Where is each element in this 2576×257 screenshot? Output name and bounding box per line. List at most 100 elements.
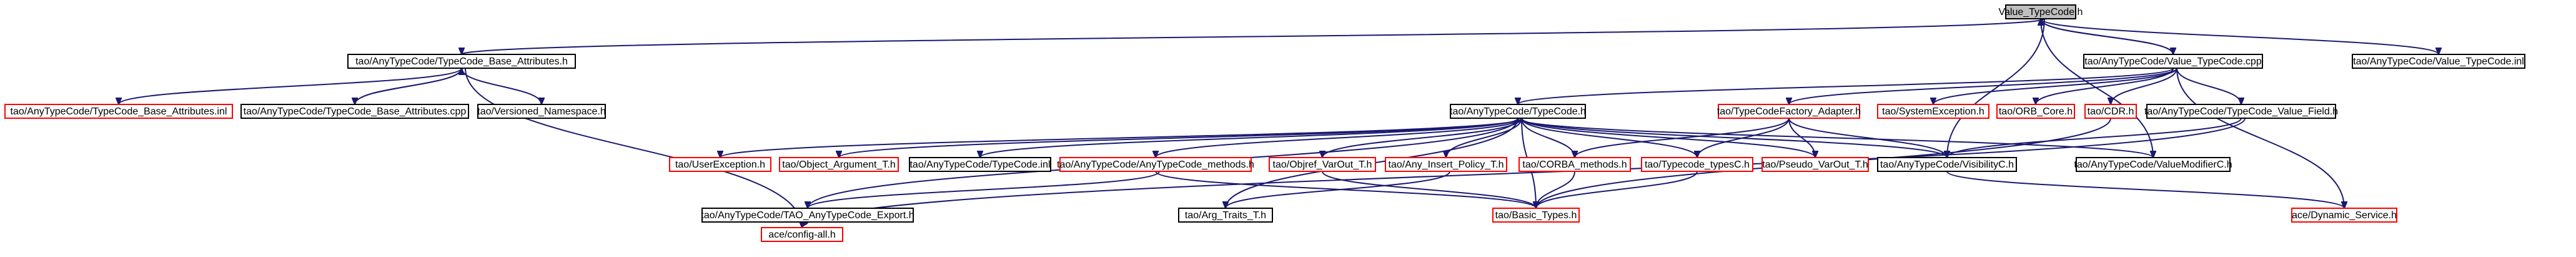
node-pseudo_varout_t_h[interactable]: tao/Pseudo_VarOut_T.h [1761, 157, 1869, 172]
edge-typecode_h-to-any_insert_policy_t_h [1446, 118, 1522, 158]
node-box[interactable] [347, 54, 576, 69]
edge-anytypecode_methods_h-to-tao_anytypecode_export_h [808, 171, 1160, 208]
node-label: tao/AnyTypeCode/VisibilityC.h [1880, 159, 2014, 170]
node-value_typecode_cpp[interactable]: tao/AnyTypeCode/Value_TypeCode.cpp [2083, 54, 2263, 69]
edge-value_typecode_h-to-valuemodifierc_h [2040, 18, 2153, 158]
node-box[interactable] [1059, 157, 1252, 172]
node-box[interactable] [1518, 157, 1631, 172]
node-base_attributes_inl[interactable]: tao/AnyTypeCode/TypeCode_Base_Attributes… [4, 104, 233, 119]
edge-typecodefactory_adapter_h-to-visibilityc_h [1788, 118, 1947, 158]
edge-typecode_h-to-pseudo_varout_t_h [1521, 118, 1815, 158]
edge-typecode_h-to-corba_methods_h [1521, 118, 1575, 158]
node-anytypecode_methods_h[interactable]: tao/AnyTypeCode/AnyTypeCode_methods.h [1057, 157, 1254, 172]
edge-base_attributes_cpp-to-base_attributes_h [354, 68, 462, 105]
edge-value_typecode_cpp-to-dynamic_service_h [2176, 68, 2344, 208]
node-config_all_h[interactable]: ace/config-all.h [761, 227, 843, 242]
edge-value_typecode_h-to-value_typecode_inl [2040, 18, 2439, 54]
node-base_attributes_h[interactable]: tao/AnyTypeCode/TypeCode_Base_Attributes… [347, 54, 576, 69]
node-label: tao/CORBA_methods.h [1522, 159, 1627, 170]
node-corba_methods_h[interactable]: tao/CORBA_methods.h [1518, 157, 1631, 172]
node-orb_core_h[interactable]: tao/ORB_Core.h [1996, 104, 2075, 119]
node-label: tao/AnyTypeCode/Value_TypeCode.inl [2353, 56, 2524, 67]
node-object_argument_t_h[interactable]: tao/Object_Argument_T.h [779, 157, 899, 172]
edge-value_field_h-to-visibilityc_h [1947, 118, 2242, 158]
node-systemexception_h[interactable]: tao/SystemException.h [1877, 104, 1989, 119]
node-typecode_h[interactable]: tao/AnyTypeCode/TypeCode.h [1450, 104, 1586, 119]
node-userexception_h[interactable]: tao/UserException.h [669, 157, 771, 172]
node-box[interactable] [1718, 104, 1860, 119]
node-box[interactable] [909, 157, 1051, 172]
node-any_insert_policy_t_h[interactable]: tao/Any_Insert_Policy_T.h [1385, 157, 1507, 172]
node-box[interactable] [2146, 104, 2336, 119]
node-value_typecode_h[interactable]: Value_TypeCode.h [1999, 4, 2083, 19]
node-label: tao/TypeCodeFactory_Adapter.h [1717, 106, 1861, 117]
node-value_typecode_inl[interactable]: tao/AnyTypeCode/Value_TypeCode.inl [2352, 54, 2525, 69]
node-box[interactable] [2291, 208, 2397, 223]
node-box[interactable] [1385, 157, 1507, 172]
node-arg_traits_t_h[interactable]: tao/Arg_Traits_T.h [1178, 208, 1273, 223]
node-label: tao/AnyTypeCode/TypeCode.inl [909, 159, 1050, 170]
node-box[interactable] [1178, 208, 1273, 223]
edge-objref_varout_t_h-to-basic_types_h [1322, 171, 1536, 208]
node-label: tao/CDR.h [2088, 106, 2134, 117]
node-dynamic_service_h[interactable]: ace/Dynamic_Service.h [2291, 208, 2397, 223]
node-typecode_inl[interactable]: tao/AnyTypeCode/TypeCode.inl [909, 157, 1051, 172]
node-box[interactable] [1269, 157, 1376, 172]
edges-layer [119, 19, 2439, 228]
node-label: tao/UserException.h [675, 159, 765, 170]
node-box[interactable] [1877, 157, 2017, 172]
edge-typecode_h-to-valuemodifierc_h [1517, 118, 2153, 158]
node-visibilityc_h[interactable]: tao/AnyTypeCode/VisibilityC.h [1877, 157, 2017, 172]
edge-typecodefactory_adapter_h-to-corba_methods_h [1575, 118, 1790, 158]
node-typecode_typesc_h[interactable]: tao/Typecode_typesC.h [1641, 157, 1753, 172]
node-label: tao/AnyTypeCode/TAO_AnyTypeCode_Export.h [701, 210, 914, 221]
node-label: ace/config-all.h [768, 229, 836, 240]
node-valuemodifierc_h[interactable]: tao/AnyTypeCode/ValueModifierC.h [2074, 157, 2232, 172]
edge-value_typecode_cpp-to-value_field_h [2176, 68, 2241, 104]
edge-typecode_h-to-userexception_h [720, 118, 1522, 158]
edge-value_field_h-to-config_all_h [802, 118, 2246, 228]
node-box[interactable] [4, 104, 233, 119]
node-box[interactable] [1996, 104, 2075, 119]
node-cdr_h[interactable]: tao/CDR.h [2084, 104, 2137, 119]
nodes-layer: Value_TypeCode.h tao/AnyTypeCode/TypeCode… [4, 4, 2525, 242]
node-tao_anytypecode_export_h[interactable]: tao/AnyTypeCode/TAO_AnyTypeCode_Export.h [701, 208, 914, 223]
node-box[interactable] [2352, 54, 2525, 69]
node-value_field_h[interactable]: tao/AnyTypeCode/TypeCode_Value_Field.h [2144, 104, 2338, 119]
node-label: tao/Basic_Types.h [1495, 210, 1577, 221]
node-box[interactable] [1877, 104, 1989, 119]
node-basic_types_h[interactable]: tao/Basic_Types.h [1492, 208, 1580, 223]
node-label: Value_TypeCode.h [1999, 7, 2083, 18]
node-label: tao/AnyTypeCode/TypeCode_Base_Attributes… [355, 56, 568, 67]
node-box[interactable] [1450, 104, 1586, 119]
node-box[interactable] [477, 104, 606, 119]
node-box[interactable] [1492, 208, 1580, 223]
node-box[interactable] [2076, 157, 2231, 172]
node-box[interactable] [701, 208, 914, 223]
node-typecodefactory_adapter_h[interactable]: tao/TypeCodeFactory_Adapter.h [1717, 104, 1861, 119]
edge-base_attributes_h-to-versioned_namespace_h [461, 68, 542, 104]
node-box[interactable] [761, 227, 843, 242]
node-label: ace/Dynamic_Service.h [2292, 210, 2397, 221]
node-versioned_namespace_h[interactable]: tao/Versioned_Namespace.h [477, 104, 606, 119]
edge-anytypecode_methods_h-to-basic_types_h [1155, 171, 1536, 208]
edge-value_typecode_h-to-base_attributes_h [462, 18, 2045, 54]
node-box[interactable] [2084, 104, 2137, 119]
node-objref_varout_t_h[interactable]: tao/Objref_VarOut_T.h [1269, 157, 1376, 172]
node-label: tao/Object_Argument_T.h [782, 159, 895, 170]
edge-base_attributes_h-to-base_attributes_inl [119, 68, 462, 104]
node-box[interactable] [779, 157, 899, 172]
node-box[interactable] [1641, 157, 1753, 172]
node-box[interactable] [1761, 157, 1869, 172]
node-box[interactable] [240, 104, 469, 119]
node-label: tao/Pseudo_VarOut_T.h [1762, 159, 1868, 170]
edge-typecode_h-to-typecode_inl [980, 118, 1518, 158]
edge-value_typecode_cpp-to-orb_core_h [2036, 68, 2174, 104]
node-box[interactable] [669, 157, 771, 172]
node-box[interactable] [2083, 54, 2263, 69]
edge-value_typecode_cpp-to-typecodefactory_adapter_h [1789, 68, 2177, 104]
node-box[interactable] [2005, 4, 2076, 19]
node-label: tao/AnyTypeCode/TypeCode.h [1450, 106, 1586, 117]
node-label: tao/AnyTypeCode/ValueModifierC.h [2074, 159, 2232, 170]
node-base_attributes_cpp[interactable]: tao/AnyTypeCode/TypeCode_Base_Attributes… [240, 104, 469, 119]
